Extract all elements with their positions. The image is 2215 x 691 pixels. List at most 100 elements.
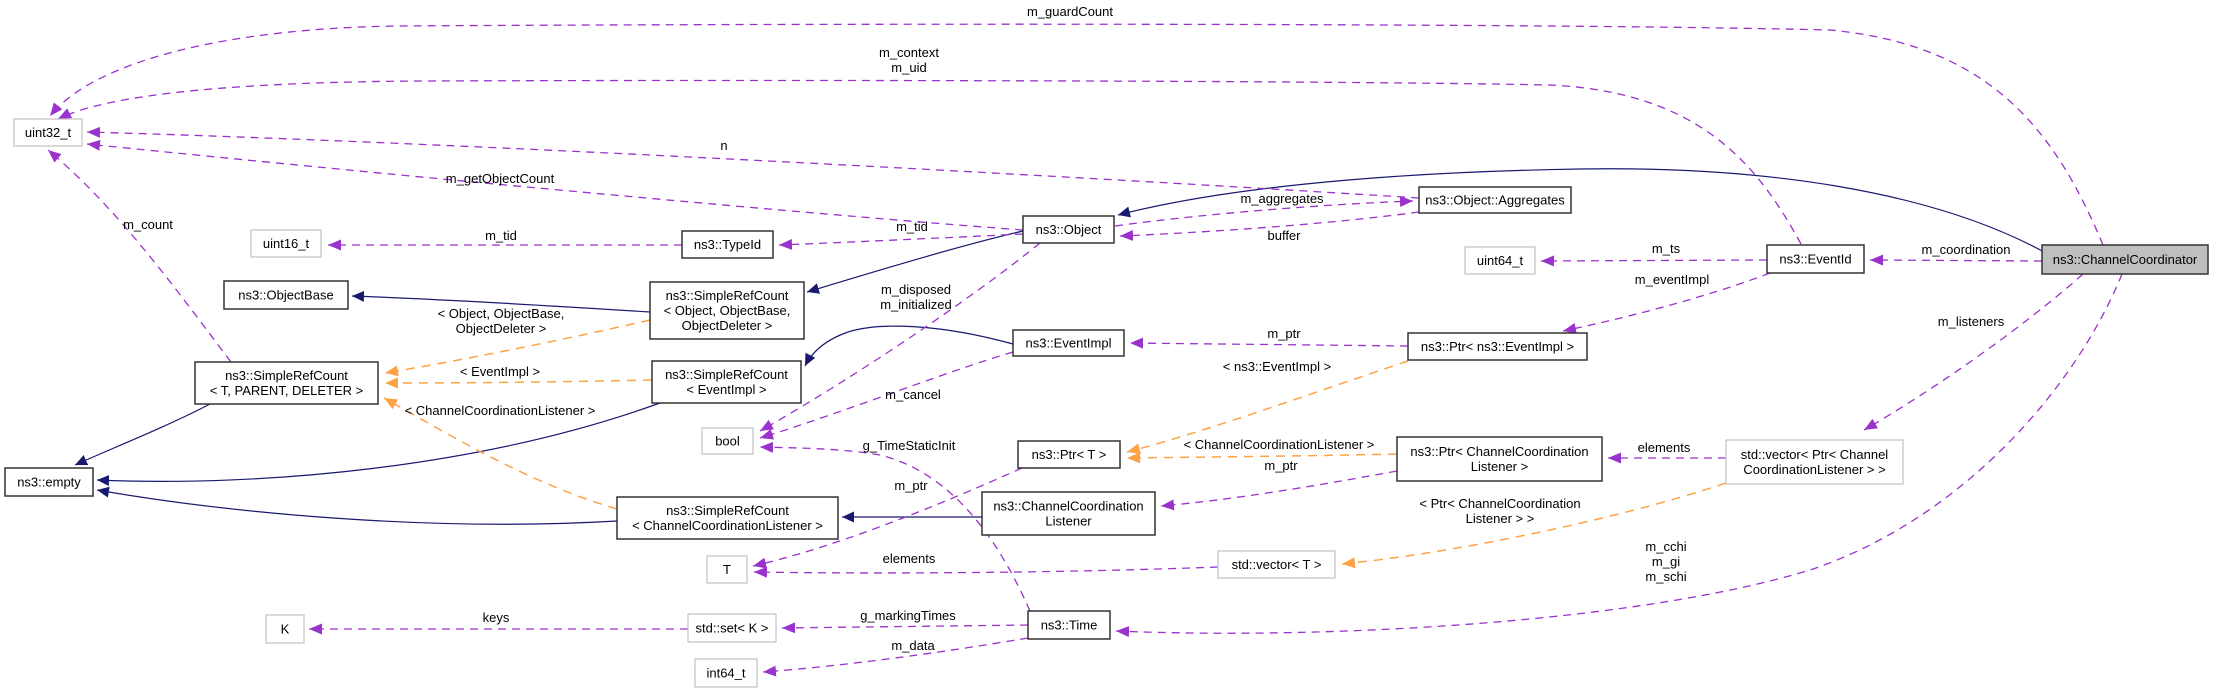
edge-label-u_ctx-0: m_context [879, 45, 939, 60]
edge-i_srcobj_ob [351, 290, 651, 313]
edge-label-u_mptr_ccl-0: m_ptr [1264, 458, 1298, 473]
node-label-uint32_t: uint32_t [25, 125, 72, 140]
node-typeid[interactable]: ns3::TypeId [681, 230, 774, 259]
node-uint64_t: uint64_t [1464, 246, 1536, 275]
node-label-ptr_eventimpl: ns3::Ptr< ns3::EventImpl > [1421, 339, 1574, 354]
edge-label-u_mei-0: m_eventImpl [1635, 272, 1710, 287]
edge-u_buffer: buffer [1119, 211, 1420, 243]
node-label-uint16_t: uint16_t [263, 236, 310, 251]
node-ptr_t[interactable]: ns3::Ptr< T > [1017, 440, 1121, 469]
edge-label-u_cchi-2: m_schi [1645, 569, 1686, 584]
edge-u_keys: keys [309, 610, 688, 635]
edge-u_n: n [86, 126, 1420, 199]
node-label-src_evt: ns3::SimpleRefCount< EventImpl > [665, 367, 788, 397]
edge-label-u_cchi-1: m_gi [1652, 554, 1680, 569]
edge-t_ptrccl: < ChannelCoordinationListener > [1126, 437, 1398, 464]
edge-label-u_elem_t-0: elements [883, 551, 936, 566]
node-label-eventid: ns3::EventId [1779, 252, 1851, 267]
edge-label-u_guard-0: m_guardCount [1027, 4, 1113, 19]
edge-label-t_ptrccl-0: < ChannelCoordinationListener > [1184, 437, 1375, 452]
node-label-t: T [723, 562, 731, 577]
node-label-objectbase: ns3::ObjectBase [238, 288, 333, 303]
edge-label-u_cchi-0: m_cchi [1645, 539, 1686, 554]
edge-label-u_listeners-0: m_listeners [1938, 314, 2005, 329]
edge-u_tid_l: m_tid [328, 228, 682, 251]
edge-label-u_elem_ptr-0: elements [1638, 440, 1691, 455]
node-aggregates[interactable]: ns3::Object::Aggregates [1418, 186, 1572, 214]
edge-u_mei: m_eventImpl [1562, 272, 1771, 334]
node-label-vector_t: std::vector< T > [1232, 557, 1322, 572]
edge-i_srcccl_empty [96, 486, 618, 525]
node-label-uint64_t: uint64_t [1477, 253, 1524, 268]
edge-u_count: m_count [47, 149, 232, 363]
edge-u_guard: m_guardCount [49, 4, 2104, 246]
edge-u_mptr_ccl: m_ptr [1160, 458, 1398, 511]
edge-t_srcccl: < ChannelCoordinationListener > [383, 397, 618, 510]
edge-u_aggr: m_aggregates [1114, 191, 1414, 227]
node-time[interactable]: ns3::Time [1027, 610, 1111, 640]
edge-label-u_disp-0: m_disposed [881, 282, 951, 297]
edge-i_obj_srcobj [806, 230, 1024, 294]
edge-label-t_srcccl-0: < ChannelCoordinationListener > [405, 403, 596, 418]
node-label-coordinator: ns3::ChannelCoordinator [2053, 252, 2198, 267]
edge-t_vec: < Ptr< ChannelCoordinationListener > > [1341, 482, 1727, 569]
edge-label-t_srcobj-0: < Object, ObjectBase, [438, 306, 565, 321]
edge-u_mdata: m_data [762, 637, 1029, 677]
node-k: K [265, 614, 305, 644]
node-label-k: K [281, 622, 290, 637]
node-set_k: std::set< K > [687, 613, 777, 643]
edge-u_goc: m_getObjectCount [86, 139, 1024, 231]
node-label-bool: bool [715, 434, 740, 449]
node-label-object: ns3::Object [1036, 222, 1102, 237]
node-label-aggregates: ns3::Object::Aggregates [1425, 193, 1565, 208]
node-label-eventimpl: ns3::EventImpl [1026, 336, 1112, 351]
edge-label-u_buffer-0: buffer [1267, 228, 1301, 243]
node-label-int64_t: int64_t [706, 666, 745, 681]
edge-u_tsi: g_TimeStaticInit [759, 438, 1031, 612]
node-label-ptr_t: ns3::Ptr< T > [1032, 447, 1107, 462]
edge-i_srctpd_empty [74, 403, 211, 466]
node-src_ccl[interactable]: ns3::SimpleRefCount< ChannelCoordination… [616, 496, 839, 540]
edge-label-t_vec-0: < Ptr< ChannelCoordination [1419, 496, 1580, 511]
edge-label-u_coord-0: m_coordination [1922, 242, 2011, 257]
node-vector_t: std::vector< T > [1217, 550, 1336, 579]
edge-i_srcevt_empty [96, 402, 661, 487]
edge-label-t_vec-1: Listener > > [1466, 511, 1535, 526]
edge-label-u_mdata-0: m_data [891, 638, 935, 653]
node-bool: bool [701, 427, 754, 455]
node-objectbase[interactable]: ns3::ObjectBase [223, 280, 349, 310]
edge-label-u_mptr_ei-0: m_ptr [1267, 326, 1301, 341]
edge-label-u_tsi-0: g_TimeStaticInit [863, 438, 956, 453]
edge-u_coord: m_coordination [1869, 242, 2043, 266]
node-int64_t: int64_t [694, 658, 758, 688]
edge-u_tid_r: m_tid [778, 219, 1024, 250]
edge-label-u_tid_r-0: m_tid [896, 219, 928, 234]
edge-t_ptrei: < ns3::EventImpl > [1126, 359, 1409, 455]
edge-label-u_mptr_t-0: m_ptr [894, 478, 928, 493]
edge-u_mptr_t: m_ptr [752, 467, 1023, 569]
edge-label-t_srcevt-0: < EventImpl > [460, 364, 540, 379]
node-ptr_eventimpl[interactable]: ns3::Ptr< ns3::EventImpl > [1407, 332, 1588, 361]
node-eventid[interactable]: ns3::EventId [1766, 244, 1865, 274]
node-empty[interactable]: ns3::empty [4, 467, 94, 497]
edge-label-u_aggr-0: m_aggregates [1240, 191, 1324, 206]
edge-t_srcobj: < Object, ObjectBase,ObjectDeleter > [384, 306, 651, 377]
node-object[interactable]: ns3::Object [1022, 215, 1115, 244]
node-coordinator[interactable]: ns3::ChannelCoordinator [2041, 244, 2209, 275]
edge-label-u_ctx-1: m_uid [891, 60, 926, 75]
node-src_obj[interactable]: ns3::SimpleRefCount< Object, ObjectBase,… [649, 281, 805, 340]
node-src_tpd[interactable]: ns3::SimpleRefCount< T, PARENT, DELETER … [194, 361, 379, 405]
node-label-src_ccl: ns3::SimpleRefCount< ChannelCoordination… [632, 503, 823, 533]
edge-u_mts: m_ts [1540, 241, 1768, 267]
node-label-src_obj: ns3::SimpleRefCount< Object, ObjectBase,… [664, 288, 791, 333]
node-eventimpl[interactable]: ns3::EventImpl [1012, 329, 1125, 357]
node-src_evt[interactable]: ns3::SimpleRefCount< EventImpl > [651, 360, 802, 404]
